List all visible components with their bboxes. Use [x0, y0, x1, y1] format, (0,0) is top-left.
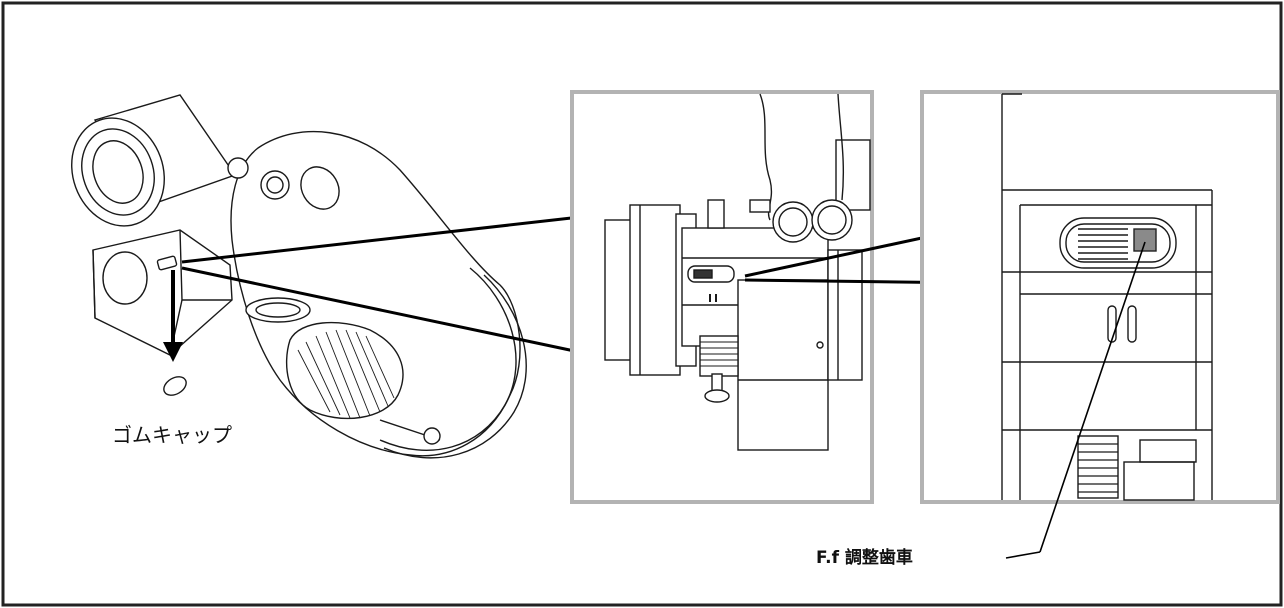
- slit-right: [1127, 305, 1137, 343]
- ff-adjust-gear: [1133, 228, 1157, 252]
- callout-lines-left: [181, 213, 599, 358]
- fixture-rim: [379, 267, 517, 451]
- cap-slot: [156, 255, 178, 271]
- slit-left: [1107, 305, 1117, 343]
- middle-panel-drawing: [604, 93, 871, 451]
- gear-stack: [699, 335, 739, 377]
- rubber-cap-label: ゴムキャップ: [112, 423, 232, 447]
- ff-gear-label: F.f 調整歯車: [816, 547, 913, 568]
- lower-housing: [737, 279, 829, 451]
- removal-arrow: [163, 270, 183, 362]
- detail-panel-right: [920, 90, 1280, 504]
- gear-teeth: [1078, 228, 1128, 260]
- fixture-overview: [71, 94, 527, 459]
- rubber-cap-part: [163, 376, 187, 396]
- ff-gear-leader: [1005, 241, 1146, 559]
- bottom-grille: [1077, 435, 1119, 499]
- cooling-fins: [285, 321, 404, 420]
- top-knob: [227, 157, 249, 179]
- right-panel-drawing: [1001, 93, 1213, 501]
- lower-knob: [704, 389, 730, 403]
- lens-flange: [604, 219, 634, 361]
- fin-lines: [297, 329, 395, 419]
